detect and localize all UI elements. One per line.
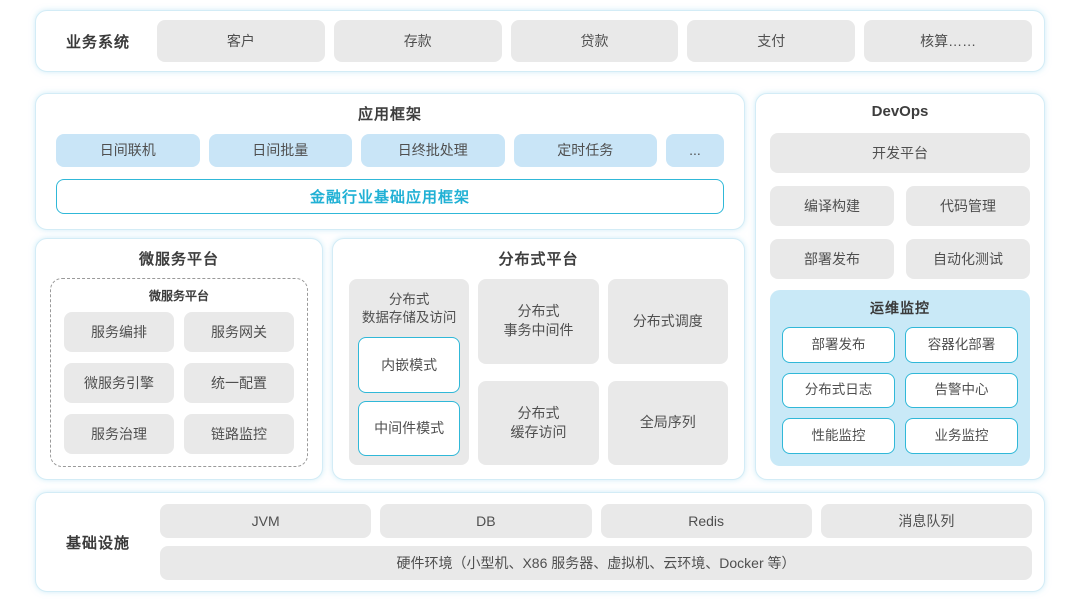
block-customer: 客户 <box>157 20 325 62</box>
ops-monitoring-panel: 运维监控 部署发布 容器化部署 分布式日志 告警中心 性能监控 业务监控 <box>770 290 1030 466</box>
middle-zone: 应用框架 日间联机 日间批量 日终批处理 定时任务 ... 金融行业基础应用框架… <box>35 93 1045 480</box>
distributed-grid: 分布式 数据存储及访问 内嵌模式 中间件模式 分布式 事务中间件 分布式 缓存访… <box>349 279 728 465</box>
block-service-governance: 服务治理 <box>64 414 174 454</box>
app-framework-modules: 日间联机 日间批量 日终批处理 定时任务 ... <box>56 134 724 167</box>
block-embedded-mode: 内嵌模式 <box>358 337 461 393</box>
distributed-title: 分布式平台 <box>498 251 579 268</box>
base-framework-bar: 金融行业基础应用框架 <box>56 179 724 214</box>
block-dev-platform: 开发平台 <box>770 133 1030 173</box>
block-service-gateway: 服务网关 <box>184 312 294 352</box>
block-redis: Redis <box>600 504 812 538</box>
block-business-monitor: 业务监控 <box>905 418 1018 454</box>
microservice-dashed-box: 微服务平台 服务编排 服务网关 微服务引擎 统一配置 服务治理 链路监控 <box>50 278 308 467</box>
infrastructure-panel: 基础设施 JVM DB Redis 消息队列 硬件环境（小型机、X86 服务器、… <box>35 492 1045 592</box>
block-more-modules: ... <box>666 134 724 167</box>
microservice-title: 微服务平台 <box>138 251 219 268</box>
devops-title: DevOps <box>871 103 929 120</box>
block-service-orchestration: 服务编排 <box>64 312 174 352</box>
ops-monitoring-grid: 部署发布 容器化部署 分布式日志 告警中心 性能监控 业务监控 <box>782 327 1018 454</box>
block-global-sequence: 全局序列 <box>607 380 728 465</box>
distributed-storage-column: 分布式 数据存储及访问 内嵌模式 中间件模式 <box>349 279 470 465</box>
block-payment: 支付 <box>687 20 856 62</box>
block-daytime-online: 日间联机 <box>56 134 200 167</box>
block-deploy-release: 部署发布 <box>770 239 894 279</box>
block-microservice-engine: 微服务引擎 <box>64 363 174 403</box>
app-framework-panel: 应用框架 日间联机 日间批量 日终批处理 定时任务 ... 金融行业基础应用框架 <box>35 93 745 230</box>
block-db: DB <box>380 504 592 538</box>
block-distributed-log: 分布式日志 <box>782 372 895 409</box>
data-storage-access-label: 分布式 数据存储及访问 <box>361 292 457 326</box>
block-daytime-batch: 日间批量 <box>208 134 352 167</box>
block-transaction-middleware: 分布式 事务中间件 <box>478 279 599 364</box>
app-framework-title: 应用框架 <box>357 106 422 123</box>
block-containerized-deploy: 容器化部署 <box>905 327 1018 363</box>
block-hardware-environment: 硬件环境（小型机、X86 服务器、虚拟机、云环境、Docker 等） <box>160 546 1032 580</box>
microservice-inner-label: 微服务平台 <box>148 289 209 303</box>
block-jvm: JVM <box>160 504 372 538</box>
platforms-row: 微服务平台 微服务平台 服务编排 服务网关 微服务引擎 统一配置 服务治理 链路… <box>35 238 745 480</box>
devops-panel: DevOps 开发平台 编译构建 代码管理 部署发布 自动化测试 运维监控 部署… <box>755 93 1045 480</box>
block-monitor-deploy-release: 部署发布 <box>782 327 895 363</box>
infrastructure-label: 基础设施 <box>65 534 130 552</box>
distributed-middle-column: 分布式 事务中间件 分布式 缓存访问 <box>478 279 599 465</box>
block-scheduled-task: 定时任务 <box>513 134 657 167</box>
devops-tools-grid: 编译构建 代码管理 部署发布 自动化测试 <box>770 186 1030 279</box>
block-performance-monitor: 性能监控 <box>782 418 895 454</box>
block-data-storage-access: 分布式 数据存储及访问 内嵌模式 中间件模式 <box>349 279 470 465</box>
block-accounting: 核算…… <box>864 20 1032 62</box>
block-alert-center: 告警中心 <box>905 372 1018 409</box>
block-compile-build: 编译构建 <box>770 186 894 226</box>
business-systems-panel: 业务系统 客户 存款 贷款 支付 核算…… <box>35 10 1045 72</box>
microservice-grid: 服务编排 服务网关 微服务引擎 统一配置 服务治理 链路监控 <box>64 312 294 454</box>
block-deposit: 存款 <box>333 20 502 62</box>
block-loan: 贷款 <box>510 20 679 62</box>
distributed-panel: 分布式平台 分布式 数据存储及访问 内嵌模式 中间件模式 分布式 事务中间件 分… <box>332 238 745 480</box>
block-cache-access: 分布式 缓存访问 <box>478 380 599 465</box>
microservice-panel: 微服务平台 微服务平台 服务编排 服务网关 微服务引擎 统一配置 服务治理 链路… <box>35 238 323 480</box>
block-unified-config: 统一配置 <box>184 363 294 403</box>
block-code-management: 代码管理 <box>906 186 1030 226</box>
block-trace-monitor: 链路监控 <box>184 414 294 454</box>
block-middleware-mode: 中间件模式 <box>358 400 461 456</box>
ops-monitoring-title: 运维监控 <box>870 300 930 316</box>
infrastructure-body: JVM DB Redis 消息队列 硬件环境（小型机、X86 服务器、虚拟机、云… <box>160 504 1032 580</box>
infrastructure-row: JVM DB Redis 消息队列 <box>160 504 1032 538</box>
block-distributed-scheduling: 分布式调度 <box>607 279 728 364</box>
block-eod-batch: 日终批处理 <box>361 134 505 167</box>
block-message-queue: 消息队列 <box>820 504 1032 538</box>
block-automated-testing: 自动化测试 <box>906 239 1030 279</box>
distributed-right-column: 分布式调度 全局序列 <box>607 279 728 465</box>
left-column: 应用框架 日间联机 日间批量 日终批处理 定时任务 ... 金融行业基础应用框架… <box>35 93 745 480</box>
business-systems-label: 业务系统 <box>65 33 130 51</box>
